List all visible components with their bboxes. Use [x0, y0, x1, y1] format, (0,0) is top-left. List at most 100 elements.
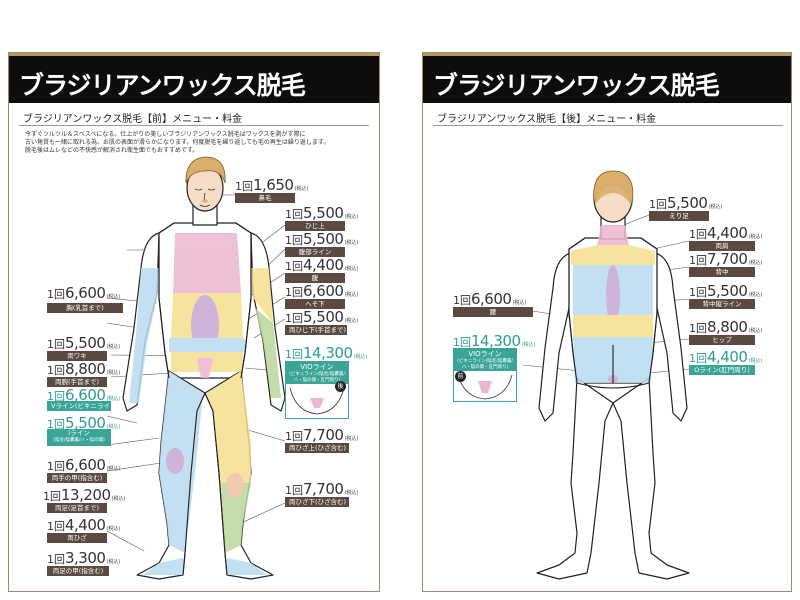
label-hips: ヒップ: [689, 335, 755, 345]
price-lead: 1回: [47, 520, 65, 533]
price-upper-arms: 1回5,500(税込): [285, 205, 358, 221]
price-lead: 1回: [285, 234, 303, 247]
price-legs: 1回13,200(税込): [43, 487, 125, 503]
price-amount: 6,600: [471, 290, 512, 308]
price-lead: 1回: [47, 553, 65, 566]
front-intro-line: 脱毛後はムレなどの不快感が解消され衛生面でもおすすめです。: [25, 147, 199, 155]
label-nape: えり足: [649, 211, 709, 221]
price-tax: (税込): [748, 328, 763, 334]
price-lead: 1回: [689, 254, 707, 267]
price-tax: (税込): [344, 266, 359, 272]
price-tax: (税込): [748, 292, 763, 298]
label-shins: 両ひざ下(ひざ含む): [285, 497, 349, 507]
label-i-line-text: Iライン: [68, 429, 90, 437]
price-shoulders: 1回4,400(税込): [689, 225, 762, 241]
price-lead: 1回: [453, 336, 471, 349]
price-vio-back: 1回14,300(税込): [453, 333, 535, 349]
price-amount: 5,500: [303, 204, 344, 222]
label-nose: 鼻毛: [235, 193, 295, 203]
price-tax: (税込): [353, 354, 368, 360]
price-amount: 6,600: [65, 456, 106, 474]
label-feet: 両足の甲(指含む): [47, 566, 109, 576]
price-o-line: 1回4,400(税込): [689, 349, 762, 365]
back-header: ブラジリアンワックス脱毛: [423, 53, 791, 103]
price-waist: 1回6,600(税込): [453, 291, 526, 307]
price-i-line: 1回5,500(税込): [47, 415, 120, 431]
price-forearms: 1回5,500(税込): [285, 309, 358, 325]
vio-back-badge: 後: [335, 381, 346, 392]
label-back: 背中: [689, 267, 755, 277]
label-thighs: 両ひざ上(ひざ含む): [285, 443, 349, 453]
price-tax: (税込): [106, 559, 121, 565]
price-tax: (税込): [708, 204, 723, 210]
label-i-line: Iライン (陰毛/陰嚢裏/ハ・陰の間): [47, 429, 111, 446]
vio-label: VIOライン: [468, 350, 502, 358]
price-below-navel: 1回6,600(税込): [285, 283, 358, 299]
price-tax: (税込): [344, 214, 359, 220]
price-nape: 1回5,500(税込): [649, 195, 722, 211]
price-lead: 1回: [453, 294, 471, 307]
price-tax: (税込): [106, 344, 121, 350]
label-spine-line: 背中縦ライン: [689, 299, 755, 309]
price-lead: 1回: [285, 312, 303, 325]
price-amount: 3,300: [65, 549, 106, 567]
price-hips: 1回8,800(税込): [689, 319, 762, 335]
price-amount: 14,300: [471, 332, 521, 350]
price-tax: (税込): [748, 234, 763, 240]
front-intro-line: 古い角質も一緒に取れる為、お肌の表面が滑らかになります。何度脱毛を繰り返しても毛…: [25, 139, 330, 147]
vio-label: VIOライン: [300, 363, 334, 371]
label-knees: 両ひざ: [47, 533, 107, 543]
price-feet: 1回3,300(税込): [47, 550, 120, 566]
back-subtitle-rule: [433, 125, 783, 126]
price-tax: (税込): [748, 358, 763, 364]
price-amount: 5,500: [707, 282, 748, 300]
price-amount: 7,700: [303, 480, 344, 498]
price-lead: 1回: [285, 208, 303, 221]
price-amount: 8,800: [65, 360, 106, 378]
price-tax: (税込): [106, 396, 121, 402]
label-belly: 腹: [285, 273, 345, 283]
label-belly-line: 腹部ライン: [285, 247, 345, 257]
price-amount: 4,400: [707, 224, 748, 242]
price-belly-line: 1回5,500(税込): [285, 231, 358, 247]
price-vio-front: 1回14,300(税込): [285, 345, 367, 361]
back-subtitle: ブラジリアンワックス脱毛【後】メニュー・料金: [437, 114, 657, 125]
price-chest: 1回6,600(税込): [47, 285, 120, 301]
price-hands: 1回6,600(税込): [47, 457, 120, 473]
price-lead: 1回: [285, 260, 303, 273]
vio-box-front-head: VIOライン (ビキニライン/陰毛/陰嚢裏/ハ・陰の間・肛門周り): [286, 362, 348, 384]
front-subtitle-rule: [19, 125, 369, 126]
price-tax: (税込): [512, 300, 527, 306]
label-hands: 両手の甲(指含む): [47, 473, 107, 483]
price-arms: 1回8,800(税込): [47, 361, 120, 377]
label-shoulders: 両肩: [689, 241, 755, 251]
price-tax: (税込): [106, 370, 121, 376]
price-amount: 5,500: [65, 334, 106, 352]
price-amount: 7,700: [707, 250, 748, 268]
price-tax: (税込): [106, 466, 121, 472]
price-lead: 1回: [689, 228, 707, 241]
front-intro-line: 今すぐツルツル＆スベスベになる。仕上がりの美しいブラジリアンワックス脱毛はワック…: [25, 131, 306, 138]
price-amount: 5,500: [65, 414, 106, 432]
price-amount: 6,600: [65, 284, 106, 302]
back-panel: ブラジリアンワックス脱毛 ブラジリアンワックス脱毛【後】メニュー・料金: [422, 52, 792, 592]
back-title: ブラジリアンワックス脱毛: [433, 71, 720, 100]
front-title: ブラジリアンワックス脱毛: [19, 71, 306, 100]
back-body-figure: [522, 170, 690, 580]
price-tax: (税込): [748, 260, 763, 266]
price-lead: 1回: [689, 322, 707, 335]
price-lead: 1回: [285, 430, 303, 443]
price-tax: (税込): [344, 436, 359, 442]
price-lead: 1回: [47, 418, 65, 431]
price-tax: (税込): [106, 424, 121, 430]
front-subtitle: ブラジリアンワックス脱毛【前】メニュー・料金: [23, 114, 243, 125]
price-lead: 1回: [649, 198, 667, 211]
price-tax: (税込): [344, 240, 359, 246]
front-intro: 今すぐツルツル＆スベスベになる。仕上がりの美しいブラジリアンワックス脱毛はワック…: [25, 131, 375, 156]
label-waist: 腰: [453, 307, 533, 317]
price-tax: (税込): [344, 318, 359, 324]
label-below-navel: へそ下: [285, 299, 345, 309]
price-amount: 4,400: [303, 256, 344, 274]
price-amount: 5,500: [303, 230, 344, 248]
front-panel: ブラジリアンワックス脱毛 ブラジリアンワックス脱毛【前】メニュー・料金 今すぐツ…: [8, 52, 380, 592]
